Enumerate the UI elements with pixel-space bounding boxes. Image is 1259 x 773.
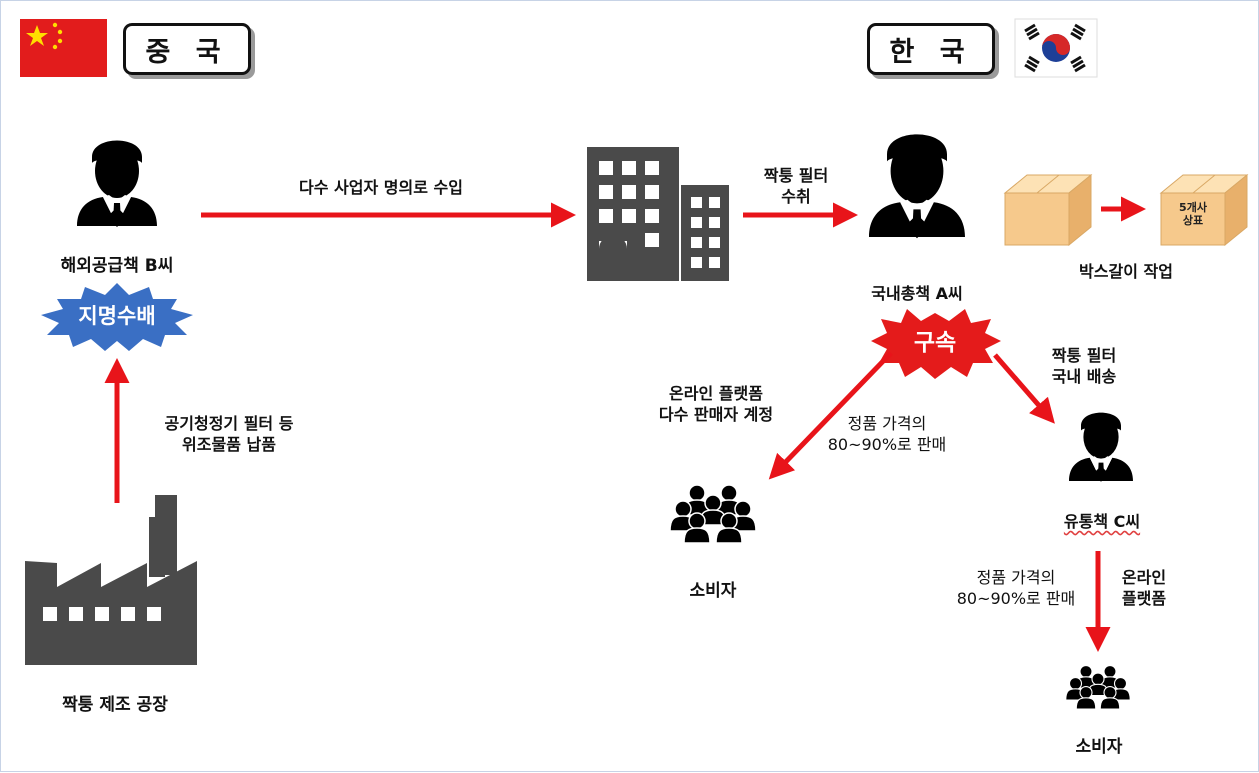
distributor-c-label: 유통책 C씨 [1037,511,1167,532]
cardboard-box-icon-plain [1003,173,1093,247]
online-platform-c-line-2: 플랫폼 [1121,589,1167,608]
crowd-icon-1 [669,484,757,544]
wanted-badge-text: 지명수배 [78,304,156,328]
businessman-icon-b [77,140,157,227]
import-label: 다수 사업자 명의로 수입 [299,178,463,197]
crowd-icon-2 [1065,664,1131,710]
factory-label: 짝퉁 제조 공장 [62,695,168,715]
arrow-domestic-delivery [993,353,1055,424]
burst-icon-arrest [871,309,1001,379]
arrest-badge-text: 구속 [913,330,957,356]
korea-title: 한 국 [867,23,995,75]
box-stamp-line-1: 5개사 [1179,201,1207,214]
businessman-icon-a [869,134,965,239]
online-platform-c-line-1: 온라인 [1121,568,1167,587]
supplier-b-label: 해외공급책 B씨 [60,256,174,276]
price-a-label: 정품 가격의 80~90%로 판매 [807,413,967,455]
price-c-line-1: 정품 가격의 [976,568,1056,587]
box-stamp-label: 5개사 상표 [1169,201,1217,227]
deliver-fake-line-2: 위조물품 납품 [182,435,276,454]
china-flag-icon [20,19,107,77]
domestic-a-label: 국내총책 A씨 [871,284,963,303]
price-a-line-1: 정품 가격의 [847,414,927,433]
factory-icon [25,495,197,665]
arrow-online-sale [768,351,893,480]
price-c-line-2: 80~90%로 판매 [956,589,1076,608]
consumers-1-label: 소비자 [689,581,737,601]
online-accounts-line-1: 온라인 플랫폼 [669,384,763,403]
receive-label: 짝퉁 필터 수취 [741,165,851,207]
domestic-delivery-line-1: 짝퉁 필터 [1051,346,1117,365]
online-accounts-line-2: 다수 판매자 계정 [658,405,774,424]
cardboard-box-icon-stamped [1159,173,1249,247]
burst-icon-wanted [41,283,193,351]
deliver-fake-label: 공기청정기 필터 등 위조물품 납품 [129,413,329,455]
receive-line-1: 짝퉁 필터 [763,166,829,185]
korea-flag-icon [1014,18,1098,78]
online-accounts-label: 온라인 플랫폼 다수 판매자 계정 [631,383,801,425]
distributor-c-text: 유통책 C씨 [1063,512,1141,531]
flow-arrows [104,196,1146,652]
consumers-2-label: 소비자 [1075,737,1123,757]
deliver-fake-line-1: 공기청정기 필터 등 [164,414,294,433]
online-platform-c-label: 온라인 플랫폼 [1099,567,1189,609]
repackaging-label: 박스갈이 작업 [1079,262,1173,281]
price-c-label: 정품 가격의 80~90%로 판매 [941,567,1091,609]
receive-line-2: 수취 [781,187,811,206]
price-a-line-2: 80~90%로 판매 [827,435,947,454]
businessman-icon-c [1069,412,1133,482]
box-stamp-line-2: 상표 [1182,214,1204,227]
china-title: 중 국 [123,23,251,75]
office-building-icon [587,147,729,281]
domestic-delivery-line-2: 국내 배송 [1051,367,1117,386]
domestic-delivery-label: 짝퉁 필터 국내 배송 [1019,345,1149,387]
